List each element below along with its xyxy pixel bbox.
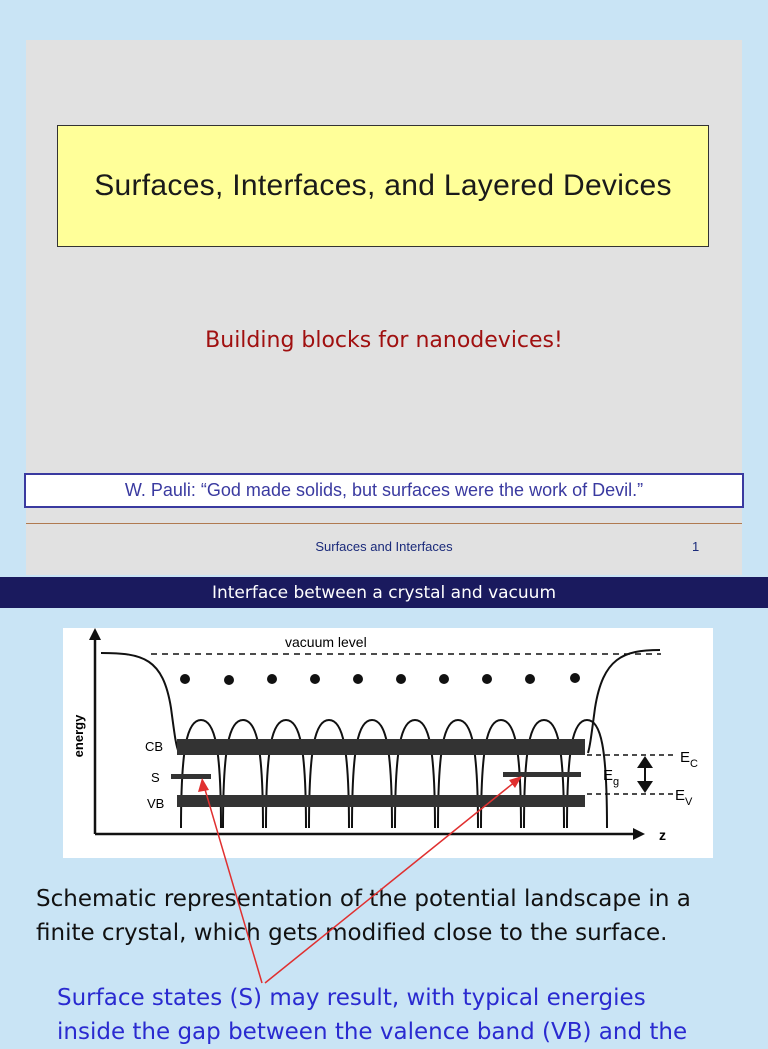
band-diagram: energy z vacuum level (71, 628, 698, 843)
footer-divider (26, 523, 742, 524)
left-surface-potential (100, 652, 180, 754)
energy-axis-arrow (89, 628, 101, 640)
periodic-potential (180, 718, 608, 829)
valence-band (177, 795, 585, 807)
slide-title: Surfaces, Interfaces, and Layered Device… (57, 125, 709, 247)
figure-caption: Schematic representation of the potentia… (36, 886, 691, 946)
vacuum-level-label: vacuum level (285, 634, 367, 650)
cb-label: CB (145, 739, 163, 754)
surface-state-left (171, 774, 211, 779)
page-number: 1 (692, 539, 700, 554)
ev-label: EV (675, 787, 693, 808)
surface-state-right (503, 772, 581, 777)
eg-label: Eg (603, 767, 619, 788)
conduction-band (177, 739, 585, 755)
surface-states-text: Surface states (S) may result, with typi… (57, 981, 757, 1049)
surface-states-line-1: Surface states (S) may result, with typi… (57, 985, 646, 1011)
right-surface-potential (587, 649, 661, 754)
slide-2-header: Interface between a crystal and vacuum (0, 577, 768, 608)
band-diagram-figure: energy z vacuum level (63, 628, 713, 858)
z-axis-arrow (633, 828, 645, 840)
z-axis-label: z (659, 827, 666, 843)
slide-subtitle: Building blocks for nanodevices! (205, 328, 563, 353)
ec-label: EC (680, 749, 698, 770)
vb-label: VB (147, 796, 164, 811)
quote-box: W. Pauli: “God made solids, but surfaces… (24, 473, 744, 508)
energy-axis-label: energy (71, 714, 86, 757)
surface-states-line-2: inside the gap between the valence band … (57, 1019, 688, 1045)
s-label: S (151, 770, 160, 785)
atom-dots (180, 673, 580, 685)
footer-title: Surfaces and Interfaces (315, 539, 453, 554)
